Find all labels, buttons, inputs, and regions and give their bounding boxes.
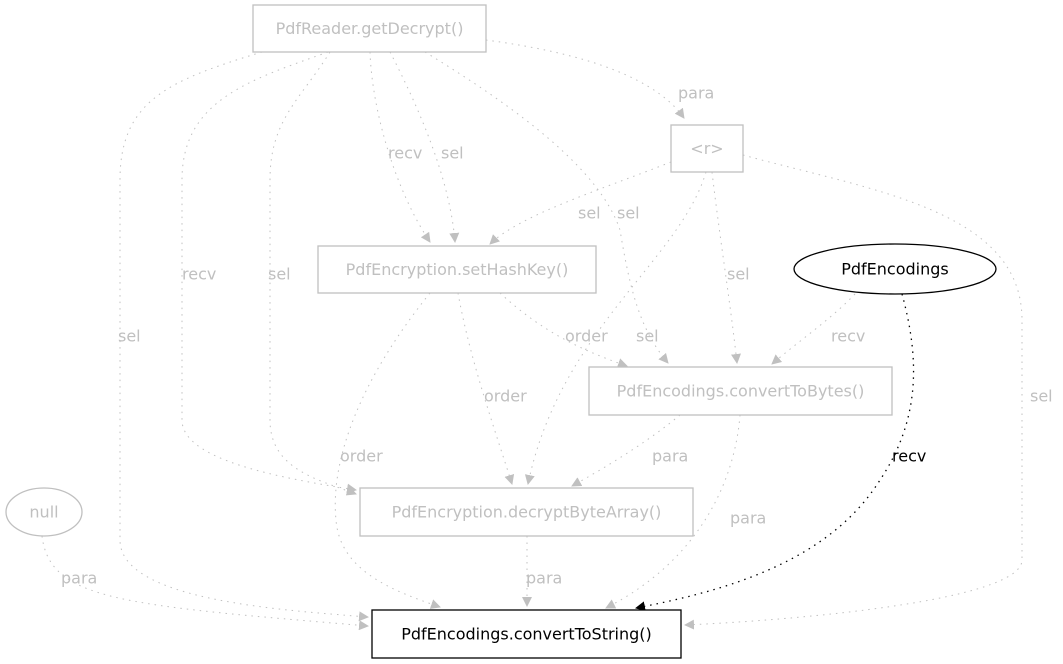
edge-label-order: order [484,387,527,406]
node-label: null [29,503,58,522]
nodes-layer: PdfReader.getDecrypt() <r> PdfEncryption.s… [5,4,997,659]
node-convertToString[interactable]: PdfEncodings.convertToString() [371,609,682,659]
edge-label-para: para [730,509,766,528]
edges-layer [41,39,1023,631]
edge-label-sel: sel [441,144,464,163]
node-box [670,124,744,173]
edge-setHashKey-to-convertToString-order [334,292,441,609]
edge-label-order: order [565,327,608,346]
edge-r-to-setHashKey-sel [489,161,672,245]
edge-label-sel: sel [578,204,601,223]
edge-getDecrypt-to-decryptByteArray-sel [269,51,357,496]
edge-label-sel: sel [617,204,640,223]
node-decryptByteArray[interactable]: PdfEncryption.decryptByteArray() [359,487,694,537]
edge-label-para: para [61,569,97,588]
node-label: PdfEncodings [841,260,949,279]
edge-convertToBytes-to-decryptByteArray-para [571,414,681,487]
node-label: PdfEncryption.setHashKey() [346,260,569,279]
node-label: <r> [690,139,723,158]
edge-null-to-convertToString-para [41,535,369,631]
node-label: PdfReader.getDecrypt() [276,19,464,38]
edge-getDecrypt-to-r-para [485,39,685,119]
edge-label-sel: sel [268,265,291,284]
node-label: PdfEncryption.decryptByteArray() [392,503,662,522]
node-box [252,4,487,53]
edge-pdfEncodings-to-convertToString-recv [635,293,915,612]
edge-getDecrypt-to-convertToString-sel [119,51,369,622]
edge-r-to-convertToBytes-sel [711,171,741,364]
edge-label-para: para [526,569,562,588]
edge-label-sel: sel [118,327,141,346]
node-r[interactable]: <r> [670,124,744,173]
edge-label-sel: sel [1030,387,1053,406]
edge-r-to-convertToString-sel [684,154,1023,630]
edge-label-sel: sel [636,327,659,346]
node-pdfEncodings[interactable]: PdfEncodings [793,243,997,295]
edge-setHashKey-to-convertToBytes-order [499,292,628,368]
node-setHashKey[interactable]: PdfEncryption.setHashKey() [317,245,597,294]
edge-label-order: order [340,447,383,466]
edge-label-para: para [652,447,688,466]
node-ellipse [793,243,997,295]
node-ellipse [5,487,83,537]
node-getDecrypt[interactable]: PdfReader.getDecrypt() [252,4,487,53]
node-box [371,609,682,659]
edge-getDecrypt-to-decryptByteArray-recv [181,51,357,494]
edge-label-recv: recv [831,327,865,346]
edge-label-recv: recv [182,265,216,284]
node-box [588,366,893,416]
edge-label-recv: recv [388,144,422,163]
node-null[interactable]: null [5,487,83,537]
edge-label-recv: recv [892,447,926,466]
node-convertToBytes[interactable]: PdfEncodings.convertToBytes() [588,366,893,416]
edge-label-sel: sel [727,265,750,284]
node-box [359,487,694,537]
node-box [317,245,597,294]
edge-label-para: para [678,84,714,103]
node-label: PdfEncodings.convertToBytes() [617,382,865,401]
node-label: PdfEncodings.convertToString() [401,625,652,644]
